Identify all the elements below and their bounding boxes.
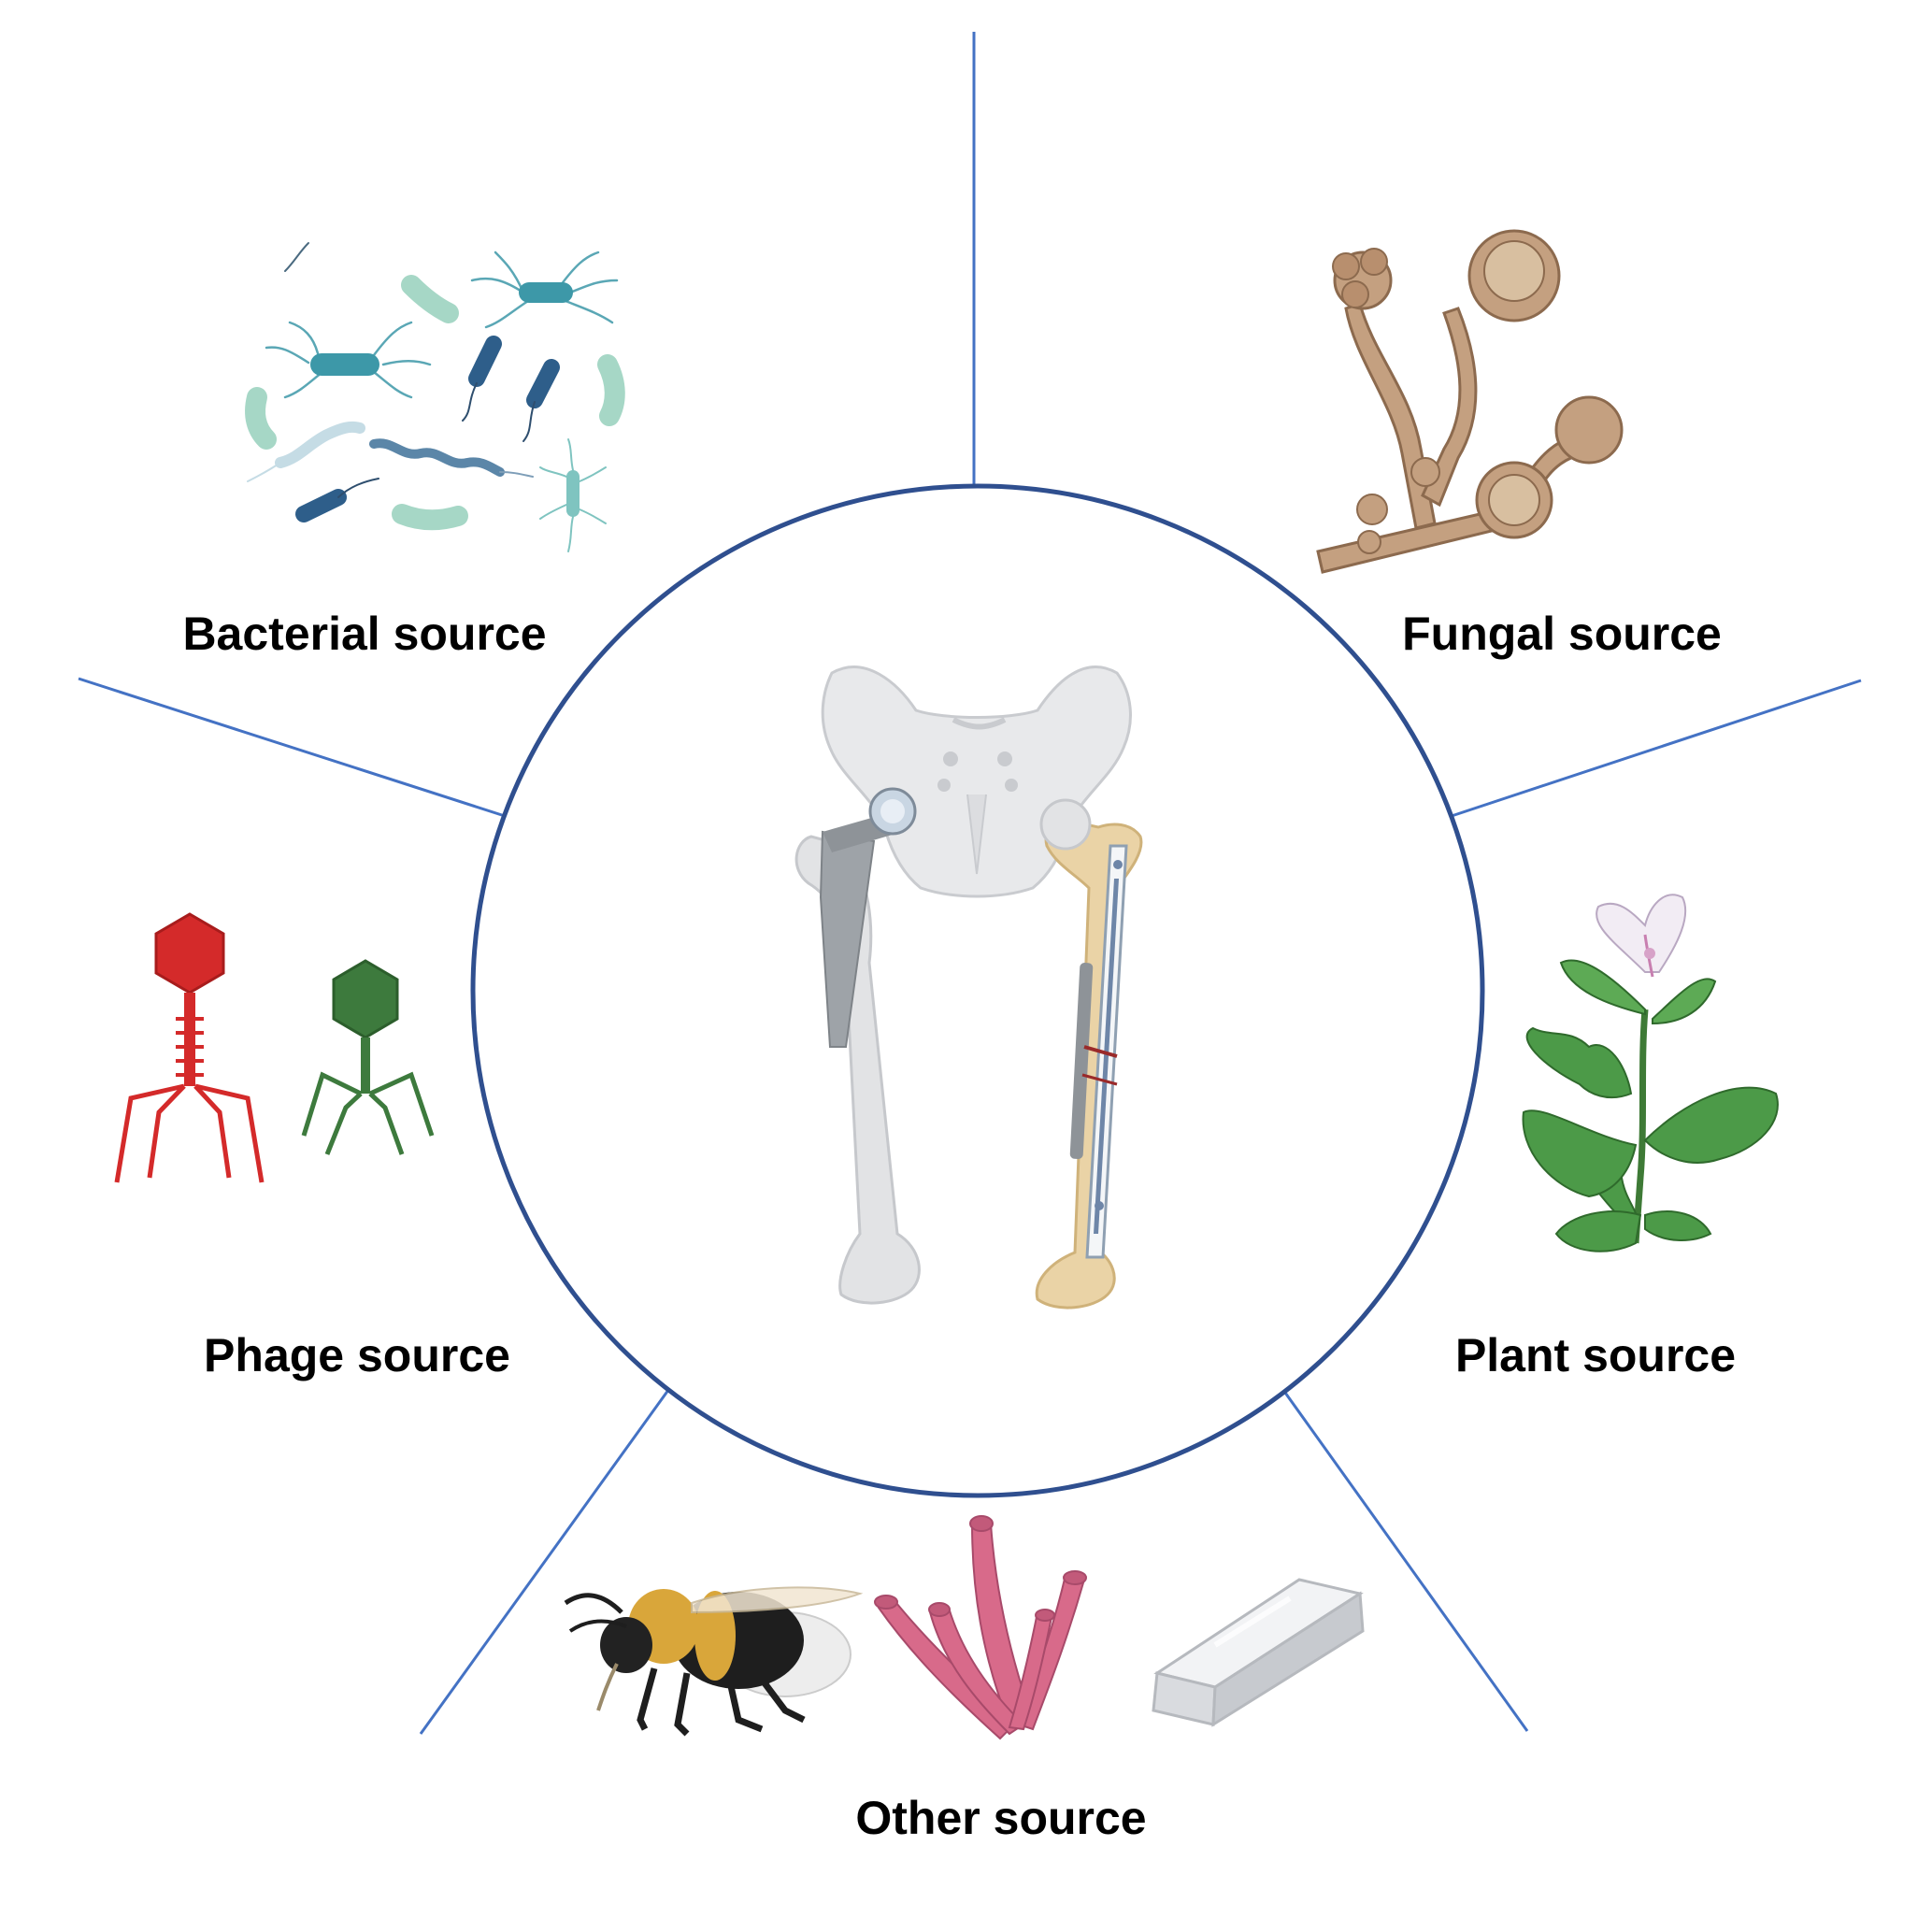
sponge-coral-icon	[874, 1515, 1087, 1740]
pelvis-femur-implant-icon	[794, 665, 1143, 1309]
flowering-plant-icon	[1522, 894, 1779, 1252]
fungal-source-label: Fungal source	[1402, 608, 1722, 660]
divider-upper-right	[1451, 679, 1862, 818]
divider-lower-left	[419, 1385, 673, 1735]
bacterial-source-label: Bacterial source	[182, 608, 547, 660]
bacteria-cluster-icon	[245, 242, 625, 552]
phage-source-label: Phage source	[204, 1329, 510, 1381]
plant-source-label: Plant source	[1454, 1329, 1737, 1381]
bee-icon	[564, 1586, 864, 1737]
divider-lower-right	[1279, 1385, 1529, 1732]
central-circle	[470, 483, 1485, 1498]
divider-lines	[78, 32, 1862, 1735]
bacteriophage-icon	[114, 912, 435, 1183]
metal-ingot-icon	[1152, 1578, 1365, 1727]
divider-upper-left	[78, 677, 506, 818]
other-source-label: Other source	[855, 1792, 1147, 1844]
fungus-sporangia-icon	[1316, 229, 1624, 574]
